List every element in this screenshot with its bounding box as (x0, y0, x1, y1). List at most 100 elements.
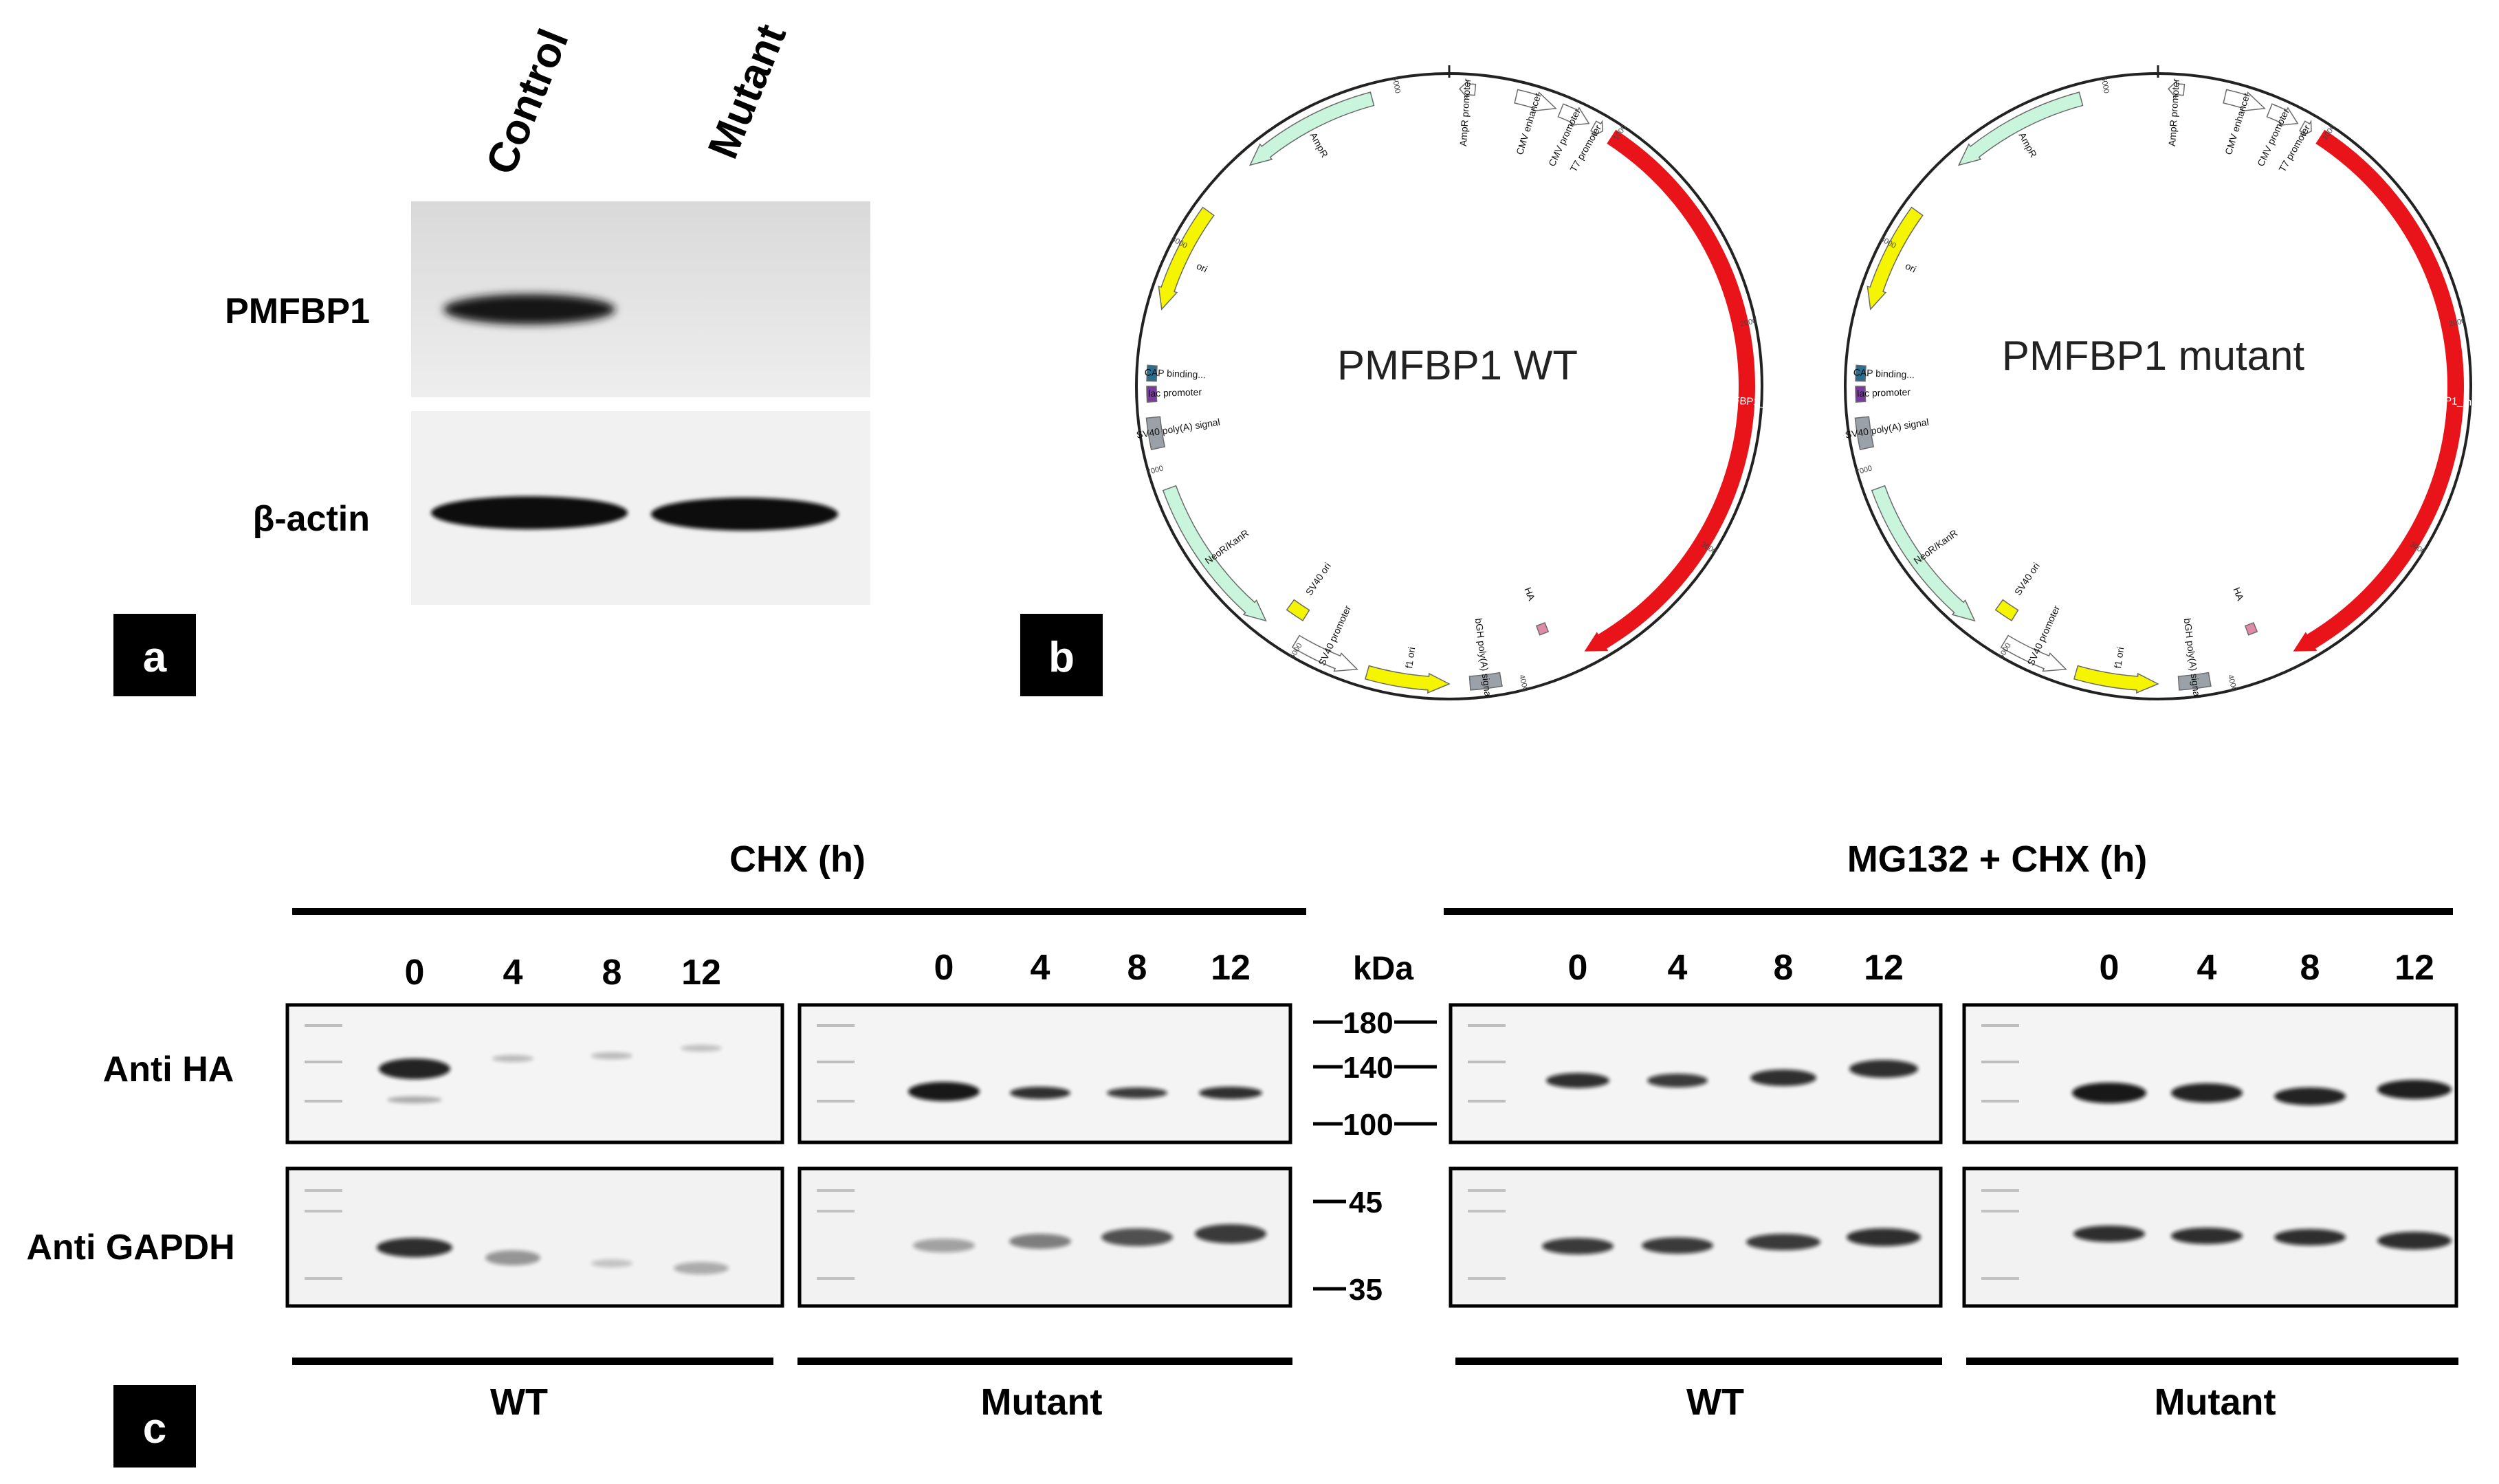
tp-wt-chx-8: 8 (602, 953, 622, 993)
ladder-mark (1981, 1210, 2019, 1212)
cmv-enhancer-feature (1514, 89, 1557, 112)
plasmid-title: PMFBP1 WT (1337, 342, 1578, 388)
gapdh-band (591, 1259, 632, 1267)
lac-promoter-feature-label: lac promoter (1148, 386, 1202, 399)
cap-binding-feature-label: CAP binding... (1853, 366, 1915, 380)
ladder-mark (1981, 1061, 2019, 1063)
actin-band-control (431, 496, 628, 529)
marker-140: 140 (1313, 1051, 1437, 1085)
tp-mut-mg-0: 0 (2100, 948, 2120, 988)
ha-band (2171, 1083, 2243, 1103)
gapdh-band (1195, 1224, 1266, 1243)
gapdh-band (1847, 1228, 1921, 1246)
cmv-promoter-feature (2266, 103, 2299, 126)
ladder-mark (1981, 1024, 2019, 1027)
insert-feature-label: PMFBP1_wt (1717, 394, 1776, 408)
ha-band (379, 1059, 450, 1079)
treatment-chx: CHX (h) (729, 839, 866, 880)
ha-band (1849, 1060, 1918, 1078)
ampr-promoter-feature-label: AmpR promoter (2166, 78, 2181, 147)
ladder-mark (817, 1061, 855, 1063)
backbone-circle (1844, 72, 2472, 700)
lane-label-mutant: Mutant (699, 18, 795, 165)
tp-wt-mg-0: 0 (1568, 948, 1588, 988)
ladder-mark (1468, 1277, 1506, 1280)
ladder-mark (1981, 1277, 2019, 1280)
ruler-tick-label: 4000 (1517, 674, 1530, 692)
ha-tag-feature (2244, 622, 2258, 636)
tp-mut-mg-4: 4 (2197, 948, 2217, 988)
ha-band (1546, 1073, 1609, 1088)
ladder-mark (817, 1024, 855, 1027)
tp-mut-chx-0: 0 (934, 948, 954, 988)
ampr-promoter-feature (1459, 79, 1477, 99)
ladder-mark (1468, 1061, 1506, 1063)
marker-100-label: 100 (1343, 1108, 1393, 1142)
tp-wt-chx-12: 12 (681, 953, 721, 993)
marker-100: 100 (1313, 1108, 1437, 1142)
t7-promoter-feature (2299, 119, 2312, 137)
sv40-ori-feature-label: SV40 ori (2012, 561, 2042, 597)
panel-letter-b: b (1048, 634, 1075, 681)
ladder-mark (1468, 1210, 1506, 1212)
timepoint-labels: 0 4 8 12 0 4 8 12 0 4 8 12 0 4 8 12 (405, 948, 2434, 993)
ha-band (2072, 1083, 2146, 1103)
sv40-ori-feature-label: SV40 ori (1303, 561, 1333, 597)
plasmid-title: PMFBP1 mutant (2002, 333, 2304, 379)
ladder-mark (1981, 1189, 2019, 1192)
neor-kanr-feature-label: NeoR/KanR (1912, 527, 1960, 566)
ampr-feature-label: AmpR (2016, 131, 2039, 159)
sv40-promoter-feature (1291, 634, 1358, 672)
kda-label: kDa (1353, 951, 1413, 987)
bgh-polya-feature (1468, 672, 1503, 691)
cap-binding-feature (1146, 364, 1158, 382)
neor-kanr-feature (1871, 485, 1976, 622)
pmfbp1-band-control (443, 294, 615, 324)
ori-feature (1867, 206, 1924, 311)
gapdh-band (485, 1250, 540, 1265)
tp-mut-chx-4: 4 (1031, 948, 1050, 988)
ruler-tick-label: 2000 (1739, 317, 1757, 329)
neor-kanr-feature (1162, 485, 1267, 622)
ruler-tick-label: 2000 (2448, 317, 2466, 329)
ha-blot (1962, 1003, 2458, 1144)
gapdh-band (377, 1238, 452, 1257)
treatment-chx-bar (292, 908, 1306, 915)
ampr-feature (1248, 91, 1375, 166)
group-label-wt-mg: WT (1686, 1382, 1744, 1423)
panel-letter-c-box (113, 1385, 196, 1468)
f1-ori-feature-label: f1 ori (1403, 646, 1417, 669)
ha-band (1107, 1087, 1167, 1098)
ampr-promoter-feature-label: AmpR promoter (1457, 78, 1473, 147)
gapdh-band (1101, 1228, 1173, 1246)
lac-promoter-feature-label: lac promoter (1857, 386, 1911, 399)
gapdh-band (1642, 1237, 1713, 1254)
ha-band-minor (387, 1096, 442, 1103)
bgh-polya-feature (2177, 672, 2212, 691)
insert-feature (1584, 129, 1755, 652)
tp-wt-mg-12: 12 (1864, 948, 1904, 988)
sv40-promoter-feature (2000, 634, 2067, 672)
insert-feature-label: PMFBP1_mutant (2416, 394, 2496, 410)
sv40-polya-feature (1854, 416, 1875, 450)
ha-tag-feature-label: HA (1522, 586, 1537, 603)
group-bar-mutant-chx (797, 1358, 1292, 1365)
ladder-mark (305, 1100, 342, 1103)
ha-tag-feature-label: HA (2231, 586, 2246, 603)
tp-mut-mg-8: 8 (2300, 948, 2320, 988)
tp-mut-mg-12: 12 (2395, 948, 2434, 988)
ha-band (908, 1082, 980, 1101)
panel-letter-c: c (143, 1405, 166, 1452)
ha-blot (285, 1003, 784, 1144)
ha-band (681, 1045, 722, 1052)
ha-tag-feature (1535, 622, 1550, 636)
f1-ori-feature (2073, 665, 2159, 694)
ladder-mark (1468, 1100, 1506, 1103)
ruler-tick-label: 6000 (1391, 76, 1402, 94)
panel-letter-a: a (143, 634, 167, 681)
lac-promoter-feature (1855, 386, 1867, 403)
ha-band (591, 1052, 632, 1059)
lane-label-control: Control (477, 23, 578, 181)
